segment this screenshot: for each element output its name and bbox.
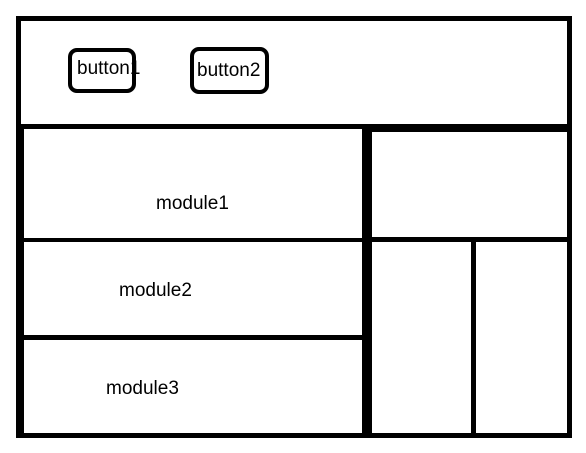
left-panel-border: [18, 124, 24, 436]
button1-label: button1: [77, 58, 141, 79]
button2-label: button2: [197, 60, 261, 81]
module2-label: module2: [119, 280, 192, 301]
module1-label: module1: [156, 193, 229, 214]
right-panel-top-border: [366, 124, 570, 132]
button2-button[interactable]: button2: [190, 47, 269, 94]
button1-button[interactable]: button1: [68, 48, 140, 93]
module2-module3-divider: [18, 335, 365, 340]
left-right-divider: [362, 124, 367, 436]
right-top-panel-divider: [366, 237, 570, 242]
right-bottom-column-divider: [471, 239, 476, 436]
module1-module2-divider: [18, 238, 365, 242]
right-panel-border: [366, 124, 372, 436]
module3-label: module3: [106, 378, 179, 399]
header-divider: [18, 124, 570, 129]
